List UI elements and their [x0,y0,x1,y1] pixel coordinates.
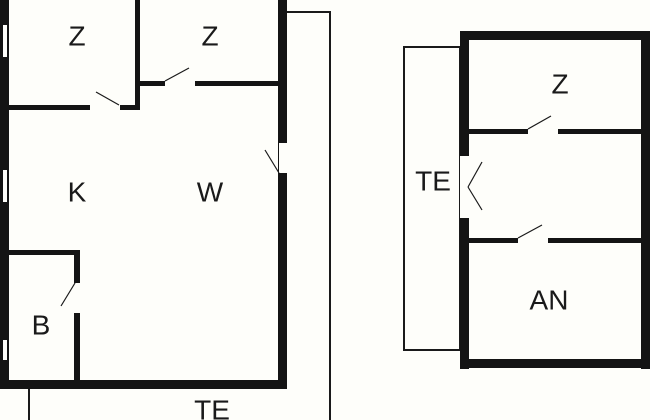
window [3,170,7,202]
door-b [74,283,80,313]
room-label-z1: Z [68,20,85,51]
wall-z2-south [140,81,278,86]
wall-z1-south [0,105,140,110]
outer-wall-south [460,359,650,368]
outer-wall-north [460,31,650,40]
room-label-z: Z [551,68,568,99]
door-swing [517,224,543,239]
terrace-outline-right [403,46,461,351]
wall-z1-z2 [135,0,140,110]
floor-plan-right: Z TE AN [403,31,650,369]
door-swing [164,67,190,82]
door-swing [264,149,280,174]
door-z2 [165,81,195,86]
wall-b-north [0,250,80,255]
room-label-w: W [197,176,224,207]
window [3,340,7,360]
door-swing [467,186,483,211]
door-swing [95,91,120,106]
wall-an-north [469,238,641,243]
room-label-te: TE [194,394,230,420]
door-swing [467,161,483,188]
room-label-te: TE [415,165,451,196]
door-an [518,238,548,243]
door-entrance [460,156,469,218]
door-swing [527,115,552,130]
door-z [528,129,558,134]
outer-wall-south [0,380,287,389]
terrace-outline-left [287,11,331,420]
outer-wall-east [278,0,287,389]
room-label-an: AN [530,284,569,315]
room-label-b: B [32,309,51,340]
room-label-k: K [68,176,87,207]
door-z1 [90,105,120,110]
floor-plan-left: Z Z K W B TE [0,0,331,420]
room-label-z2: Z [201,20,218,51]
window [3,25,7,57]
outer-wall-east [641,31,650,369]
door-swing [60,282,76,307]
wall-b-east [74,250,80,385]
door-terrace [279,143,287,173]
